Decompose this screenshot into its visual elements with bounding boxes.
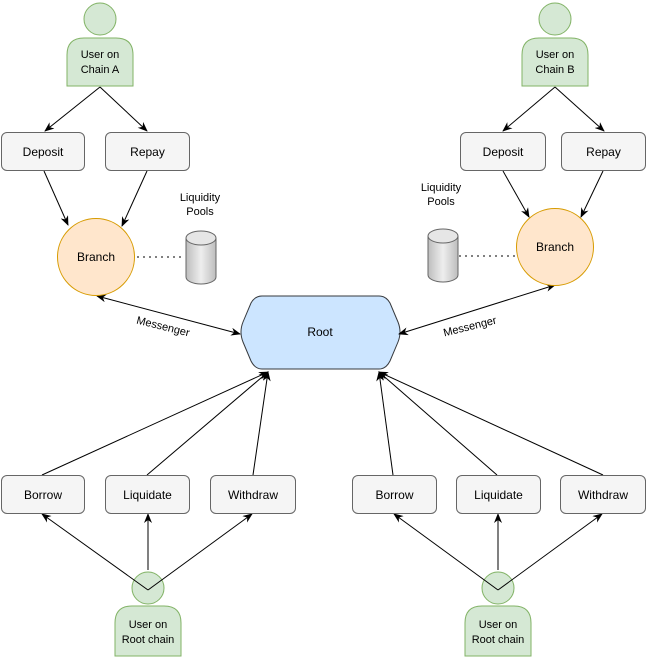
withdraw-left-box[interactable]: Withdraw <box>210 475 296 514</box>
withdraw-left-label: Withdraw <box>227 487 278 502</box>
messenger-right-arrow <box>398 283 556 336</box>
user-root-left-label: User on Root chain <box>121 619 175 646</box>
repay-a-label: Repay <box>130 144 165 159</box>
withdraw-right-box[interactable]: Withdraw <box>560 475 646 514</box>
deposit-b-box[interactable]: Deposit <box>460 132 546 171</box>
branch-b-node[interactable]: Branch <box>516 208 594 286</box>
liquidity-pool-b-cylinder <box>427 228 459 283</box>
root-left-arrows <box>41 371 271 591</box>
branch-a-label: Branch <box>76 250 116 264</box>
branch-a-node[interactable]: Branch <box>57 218 135 296</box>
repay-b-box[interactable]: Repay <box>561 132 646 171</box>
root-node-shape <box>240 295 401 370</box>
root-right-arrows <box>376 371 604 591</box>
deposit-a-label: Deposit <box>22 144 64 159</box>
liquidate-left-box[interactable]: Liquidate <box>105 475 190 514</box>
user-chain-a-label: User on Chain A <box>80 49 120 76</box>
liquidity-pools-a-label: Liquidity Pools <box>179 192 221 218</box>
messenger-left-arrow <box>96 294 241 336</box>
deposit-a-box[interactable]: Deposit <box>1 132 85 171</box>
user-chain-a-actor <box>66 2 134 87</box>
repay-b-label: Repay <box>586 144 621 159</box>
borrow-left-box[interactable]: Borrow <box>1 475 85 514</box>
liquidity-pool-a-cylinder <box>185 230 217 285</box>
liquidate-right-label: Liquidate <box>474 487 523 502</box>
user-chain-b-actor <box>521 2 589 87</box>
borrow-right-box[interactable]: Borrow <box>352 475 437 514</box>
withdraw-right-label: Withdraw <box>577 487 628 502</box>
liquidity-pools-b-label: Liquidity Pools <box>420 182 462 208</box>
chain-a-arrows <box>43 86 148 227</box>
borrow-right-label: Borrow <box>375 487 414 502</box>
liquidate-left-label: Liquidate <box>123 487 172 502</box>
root-label: Root <box>307 325 333 339</box>
repay-a-box[interactable]: Repay <box>105 132 190 171</box>
user-chain-b-label: User on Chain B <box>535 49 575 76</box>
branch-b-label: Branch <box>535 240 575 254</box>
liquidate-right-box[interactable]: Liquidate <box>456 475 541 514</box>
user-root-right-label: User on Root chain <box>471 619 525 646</box>
user-root-left-actor <box>114 571 182 657</box>
borrow-left-label: Borrow <box>23 487 62 502</box>
deposit-b-label: Deposit <box>482 144 524 159</box>
chain-b-arrows <box>502 86 605 218</box>
user-root-right-actor <box>464 571 532 657</box>
